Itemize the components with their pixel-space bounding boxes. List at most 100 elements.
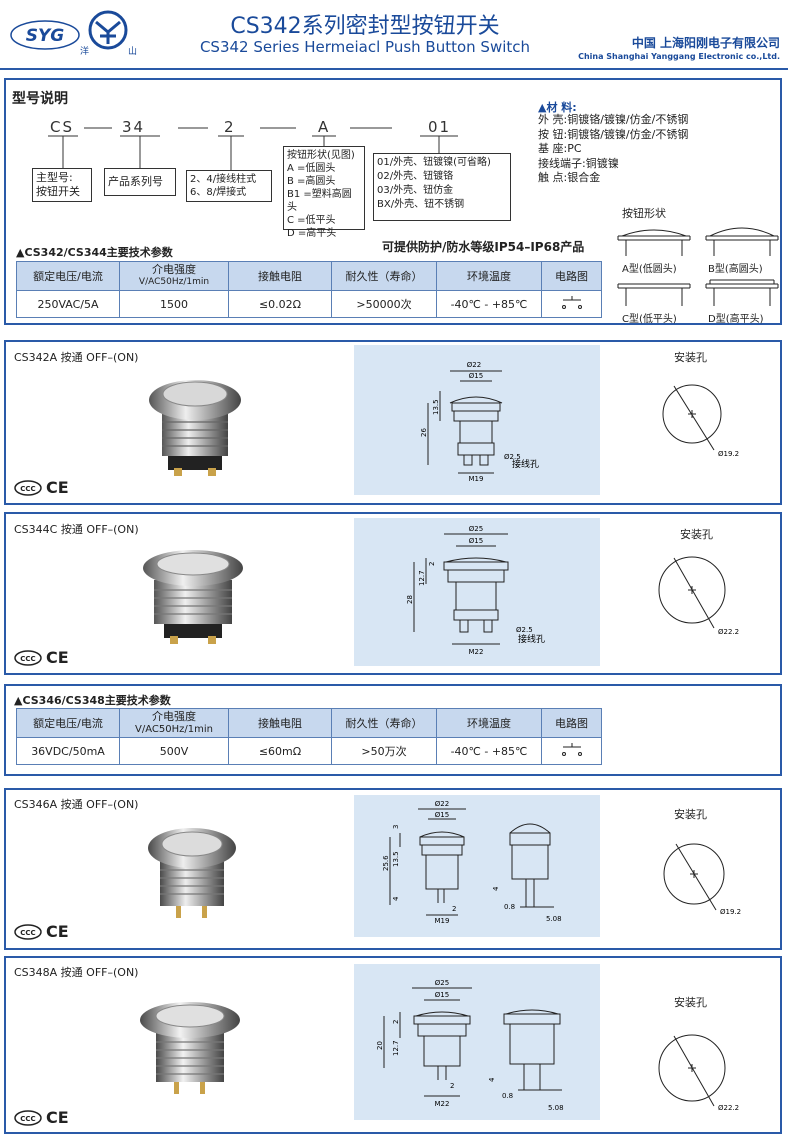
code-cs: CS: [50, 118, 74, 136]
svg-text:Ø2.5: Ø2.5: [504, 453, 521, 461]
spec2-resistance: ≤60mΩ: [228, 737, 332, 765]
shape-label-b: B型(高圆头): [708, 264, 763, 275]
box-main-line2: 按钮开关: [36, 185, 80, 198]
spec2-header-temperature: 环境温度: [436, 708, 542, 738]
spec1-temperature: -40℃ - +85℃: [436, 290, 542, 318]
code-shape: A: [318, 118, 331, 136]
material-row: 外 壳:铜镀铬/镀镍/仿金/不锈钢: [538, 113, 689, 126]
box-finish-line1: 01/外壳、钮镀镍(可省略): [377, 157, 491, 168]
company-name-cn: 中国 上海阳刚电子有限公司: [631, 36, 780, 50]
spec2-header-resistance: 接触电阻: [228, 708, 332, 738]
spec1-resistance: ≤0.02Ω: [228, 290, 332, 318]
svg-text:接线孔: 接线孔: [512, 458, 539, 470]
header: SYG 洋 山 CS342系列密封型按钮开关 CS342 Series Herm…: [0, 0, 788, 72]
hole-label-cs348a: 安装孔: [674, 996, 707, 1009]
spec2-voltage: 36VDC/50mA: [16, 737, 120, 765]
svg-text:2: 2: [392, 1020, 400, 1024]
circuit-symbol: [561, 742, 582, 756]
box-shape-line4: B1 =塑料高圆头: [287, 189, 352, 213]
svg-text:Ø25: Ø25: [469, 525, 483, 533]
svg-text:4: 4: [492, 886, 500, 891]
svg-text:Ø22: Ø22: [435, 800, 449, 808]
drawing-cs348a: Ø25 Ø15 2 12.7 20 2 M22 4 0.8 5.08: [354, 964, 600, 1120]
drawing-cs344c: Ø25 Ø15 2 12.7 28 Ø2.5 接线孔 M22: [354, 518, 600, 666]
box-series: 产品系列号: [104, 168, 176, 196]
ccc-logo: CCC: [14, 924, 42, 944]
hole-diagram-cs342a: Ø19.2: [662, 384, 739, 458]
code-series: 34: [122, 118, 146, 136]
svg-text:0.8: 0.8: [502, 1092, 513, 1100]
svg-text:Ø2.5: Ø2.5: [516, 626, 533, 634]
svg-text:26: 26: [420, 428, 428, 437]
svg-text:2: 2: [450, 1082, 454, 1090]
spec2-circuit: [541, 737, 602, 765]
svg-text:3: 3: [392, 825, 400, 829]
ce-mark: CE: [46, 648, 69, 667]
code-finish: 01: [428, 118, 452, 136]
code-terminal: 2: [224, 118, 236, 136]
svg-text:5.08: 5.08: [546, 915, 562, 923]
switch-photo: [140, 822, 244, 930]
svg-text:Ø15: Ø15: [469, 372, 483, 380]
hole-label-cs346a: 安装孔: [674, 808, 707, 821]
hole-label-cs344c: 安装孔: [680, 528, 713, 541]
yanggang-logo: [86, 10, 130, 56]
spec1-voltage: 250VAC/5A: [16, 290, 120, 318]
svg-text:Ø19.2: Ø19.2: [720, 908, 741, 916]
switch-photo: [140, 372, 250, 486]
svg-text:28: 28: [406, 595, 414, 604]
spec1-heading: ▲CS342/CS344主要技术参数: [16, 246, 173, 259]
box-series-text: 产品系列号: [108, 175, 163, 188]
box-main-model: 主型号: 按钮开关: [32, 168, 92, 202]
svg-text:CCC: CCC: [20, 655, 35, 663]
ccc-logo: CCC: [14, 650, 42, 670]
shape-label-c: C型(低平头): [622, 314, 677, 325]
svg-text:Ø25: Ø25: [435, 979, 449, 987]
hole-diagram-cs348a: Ø22.2: [658, 1034, 739, 1112]
box-main-line1: 主型号:: [36, 171, 73, 184]
box-shape-line2: A =低圆头: [287, 163, 336, 174]
svg-text:Ø22.2: Ø22.2: [718, 1104, 739, 1112]
hole-diagram-cs346a: Ø19.2: [663, 843, 741, 916]
svg-text:0.8: 0.8: [504, 903, 515, 911]
svg-text:20: 20: [376, 1041, 384, 1050]
brand-sub: 洋: [80, 47, 90, 57]
circuit-symbol: [561, 295, 582, 309]
ce-mark: CE: [46, 922, 69, 941]
product-title-cs344c: CS344C 按通 OFF–(ON): [14, 523, 139, 536]
svg-text:M19: M19: [435, 917, 450, 925]
ce-mark: CE: [46, 1108, 69, 1127]
svg-text:Ø15: Ø15: [469, 537, 483, 545]
page-subtitle: CS342 Series Hermeiacl Push Button Switc…: [199, 38, 531, 56]
material-row: 接线端子:铜镀镍: [538, 156, 619, 170]
hole-label-cs342a: 安装孔: [674, 351, 707, 364]
spec1-circuit: [541, 290, 602, 318]
material-row: 触 点:银合金: [538, 171, 601, 184]
company-name-en: China Shanghai Yanggang Electronic co.,L…: [578, 52, 780, 61]
svg-text:13.5: 13.5: [392, 851, 400, 867]
material-row: 基 座:PC: [538, 142, 582, 155]
header-rule: [0, 68, 788, 70]
box-shape-line1: 按钮形状(见图): [287, 150, 355, 161]
drawing-cs342a: Ø22 Ø15 13.5 26 Ø2.5 接线孔 M19: [354, 345, 600, 495]
shapes-heading: 按钮形状: [622, 207, 666, 220]
svg-text:13.5: 13.5: [432, 399, 440, 415]
product-title-cs346a: CS346A 按通 OFF–(ON): [14, 798, 139, 811]
box-finish-line3: 03/外壳、钮仿金: [377, 185, 454, 196]
svg-text:Ø15: Ø15: [435, 991, 449, 999]
spec1-durability: >50000次: [331, 290, 437, 318]
materials-list: 外 壳:铜镀铬/镀镍/仿金/不锈钢 按 钮:铜镀铬/镀镍/仿金/不锈钢 基 座:…: [538, 113, 688, 186]
box-finish-line4: BX/外壳、钮不锈钢: [377, 199, 465, 210]
shape-label-a: A型(低圆头): [622, 264, 677, 275]
box-terminal: 2、4/接线柱式 6、8/焊接式: [186, 170, 272, 202]
switch-photo: [136, 542, 250, 656]
svg-text:Ø19.2: Ø19.2: [718, 450, 739, 458]
box-finish-line2: 02/外壳、钮镀铬: [377, 171, 454, 182]
spec2-dielectric: 500V: [119, 737, 229, 765]
spec1-header-voltage: 额定电压/电流: [16, 261, 120, 291]
spec2-header-durability: 耐久性（寿命）: [331, 708, 437, 738]
box-shape-line5: C =低平头: [287, 215, 336, 226]
